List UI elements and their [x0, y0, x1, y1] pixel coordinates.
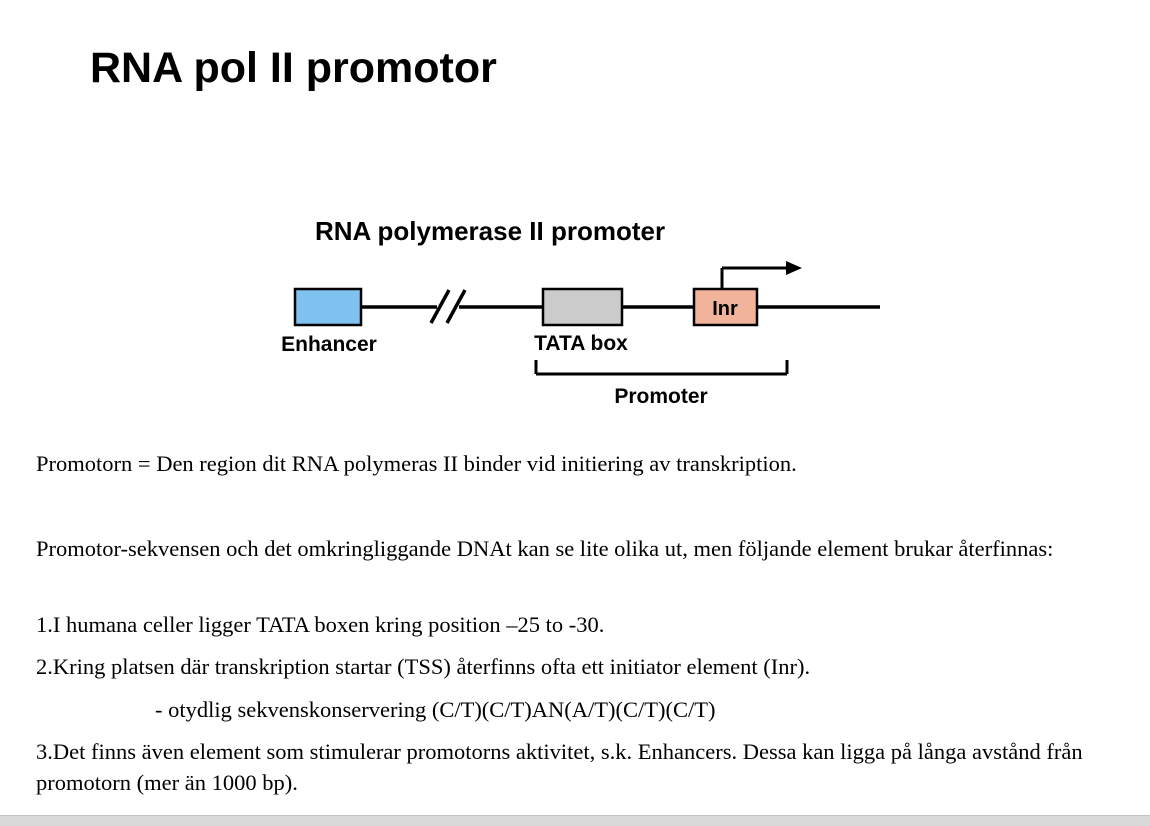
bottom-edge-bar	[0, 815, 1150, 826]
list-item-inr-element: 2.Kring platsen där transkription starta…	[36, 654, 811, 679]
promoter-diagram: RNA polymerase II promoter Inr Enhancer …	[281, 216, 880, 408]
tata-label: TATA box	[534, 332, 628, 355]
transcription-start-arrow	[720, 261, 802, 289]
diagram-heading: RNA polymerase II promoter	[315, 216, 665, 246]
promoter-bracket	[534, 360, 789, 376]
enhancer-label: Enhancer	[281, 333, 377, 356]
paragraph-promoter-sequence: Promotor-sekvensen och det omkringliggan…	[36, 536, 1054, 561]
promoter-label: Promoter	[614, 385, 707, 408]
slide-title: RNA pol II promotor	[90, 44, 497, 92]
list-item-enhancers: 3.Det finns även element som stimulerar …	[36, 739, 1083, 795]
break-symbol	[429, 289, 467, 324]
inr-label: Inr	[712, 298, 738, 320]
tata-box	[541, 287, 624, 327]
list-item-tata-position: 1.I humana celler ligger TATA boxen krin…	[36, 612, 605, 637]
enhancer-box	[293, 287, 363, 327]
paragraph-promoter-definition: Promotorn = Den region dit RNA polymeras…	[36, 451, 797, 476]
inr-box	[692, 287, 759, 327]
list-subitem-inr-consensus: - otydlig sekvenskonservering (C/T)(C/T)…	[155, 697, 716, 722]
